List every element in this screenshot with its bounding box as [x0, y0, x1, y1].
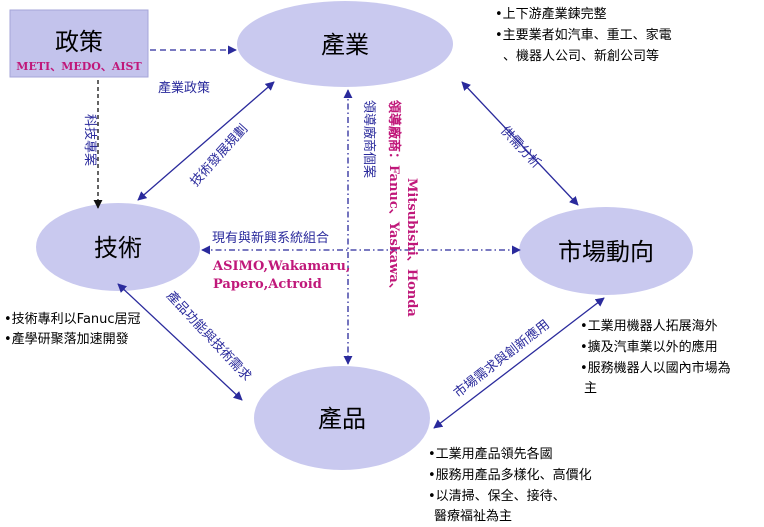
technology-notes: •技術專利以Fanuc居冠 •產學研聚落加速開發	[4, 312, 141, 347]
arrow-technology-product	[117, 283, 243, 401]
product-note: •工業用產品領先各國	[428, 446, 553, 462]
product-notes: •工業用產品領先各國 •服務用產品多樣化、高價化 •以清掃、保全、接待、 醫療福…	[428, 446, 592, 524]
label-leading-vendor-list: 領導廠商：Fanuc、Yaskawa、	[386, 100, 402, 296]
policy-node: 政策 METI、MEDO、AIST	[9, 9, 149, 78]
market-note: •工業用機器人拓展海外	[580, 318, 718, 334]
industry-note: •主要業者如汽車、重工、家電	[495, 27, 672, 43]
product-note: •以清掃、保全、接待、	[428, 488, 566, 504]
product-title: 產品	[318, 405, 366, 433]
market-notes: •工業用機器人拓展海外 •擴及汽車業以外的應用 •服務機器人以國內市場為 主	[580, 318, 731, 396]
technology-note: •產學研聚落加速開發	[4, 331, 129, 347]
market-title: 市場動向	[558, 238, 654, 266]
policy-title: 政策	[55, 28, 103, 56]
product-note: •服務用產品多樣化、高價化	[428, 467, 592, 483]
technology-title: 技術	[94, 234, 142, 262]
label-leading-vendor-title: 領導廠商個案	[361, 100, 377, 178]
label-system-combo-1: ASIMO,Wakamaru,	[212, 259, 350, 274]
label-system-combo-title: 現有與新興系統組合	[212, 230, 329, 246]
product-note: 醫療福祉為主	[434, 508, 512, 524]
industry-title: 產業	[321, 31, 369, 59]
industry-node: 產業	[237, 1, 453, 87]
industry-note: 、機器人公司、新創公司等	[503, 48, 659, 64]
arrow-market-product	[433, 297, 605, 429]
label-tech-project: 科技專案	[82, 114, 97, 166]
market-note: •服務機器人以國內市場為	[580, 360, 731, 376]
market-note: 主	[584, 381, 597, 396]
arrow-industry-market	[461, 81, 579, 206]
industry-notes: •上下游產業鍊完整 •主要業者如汽車、重工、家電 、機器人公司、新創公司等	[495, 6, 672, 64]
label-system-combo-2: Papero,Actroid	[213, 277, 322, 292]
label-leading-vendor-list2: Mitsubishi、Honda	[404, 178, 419, 317]
market-note: •擴及汽車業以外的應用	[580, 339, 718, 355]
label-supply-demand: 供需分析	[497, 123, 543, 171]
label-market-demand: 市場需求與創新應用	[451, 317, 553, 402]
label-tech-development: 技術發展規劃	[188, 122, 251, 190]
market-node: 市場動向	[519, 207, 693, 295]
industry-note: •上下游產業鍊完整	[495, 6, 607, 22]
product-node: 產品	[254, 366, 430, 470]
arrow-technology-industry	[137, 81, 275, 201]
policy-subtitle: METI、MEDO、AIST	[16, 60, 142, 73]
technology-note: •技術專利以Fanuc居冠	[4, 312, 141, 327]
technology-node: 技術	[36, 203, 200, 291]
label-industrial-policy: 產業政策	[158, 80, 210, 96]
